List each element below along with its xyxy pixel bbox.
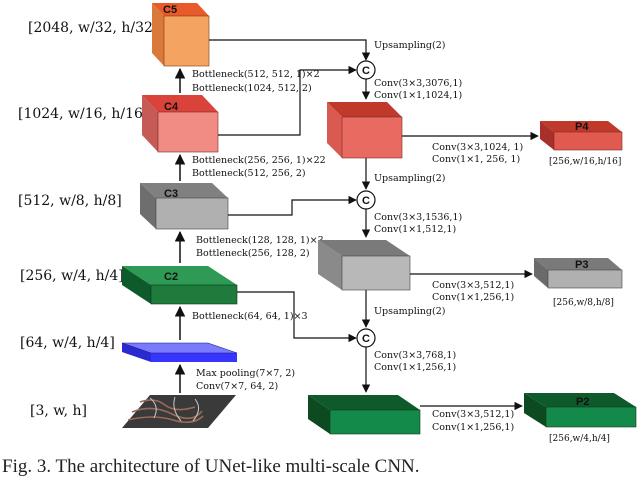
op-merge2-conv-a: Conv(3×3,1536,1) — [374, 212, 462, 223]
op-p2-conv-b: Conv(1×1,256,1) — [432, 422, 514, 433]
p3-label: P3 — [575, 259, 588, 271]
p3-block — [534, 258, 623, 289]
concat-node-2-label: C — [362, 195, 370, 207]
op-bottleneck-c5-1: Bottleneck(512, 512, 1)×2 — [192, 69, 320, 80]
op-upsampling-3: Upsampling(2) — [374, 306, 445, 317]
op-maxpool: Max pooling(7×7, 2) — [196, 368, 295, 379]
concat-node-3-label: C — [362, 333, 370, 345]
level-label-c3: [512, w/8, h/8] — [18, 193, 122, 209]
p3-dims: [256,w/8,h/8] — [553, 298, 614, 308]
p2-label: P2 — [576, 396, 589, 408]
conv1-feature-block — [121, 342, 238, 362]
p2-block — [524, 393, 637, 428]
concat-node-1-label: C — [362, 65, 370, 77]
op-p3-conv-b: Conv(1×1,256,1) — [432, 292, 514, 303]
op-merge3-conv-b: Conv(1×1,256,1) — [374, 362, 456, 373]
skip-c3-to-concat2 — [228, 195, 357, 216]
c4-label: C4 — [164, 101, 179, 113]
level-label-c4: [1024, w/16, h/16] — [18, 106, 148, 122]
op-bottleneck-c2: Bottleneck(64, 64, 1)×3 — [192, 311, 308, 322]
op-p4-conv-a: Conv(3×3,1024, 1) — [432, 142, 523, 153]
op-merge1-conv-b: Conv(1×1,1024,1) — [374, 90, 462, 101]
op-p4-conv-b: Conv(1×1, 256, 1) — [432, 154, 520, 165]
op-upsampling-2: Upsampling(2) — [374, 173, 445, 184]
c2-label: C2 — [164, 271, 178, 283]
op-merge2-conv-b: Conv(1×1,512,1) — [374, 224, 456, 235]
input-image — [122, 395, 236, 428]
skip-c2-to-concat3 — [237, 291, 357, 343]
op-bottleneck-c4-1: Bottleneck(256, 256, 1)×22 — [192, 155, 326, 166]
skip-c4-to-concat1 — [218, 65, 357, 136]
op-merge1-conv-a: Conv(3×3,3076,1) — [374, 78, 462, 89]
p2-dims: [256,w/4,h/4] — [549, 434, 610, 444]
op-p3-conv-a: Conv(3×3,512,1) — [432, 280, 514, 291]
p4-dims: [256,w/16,h/16] — [549, 157, 621, 167]
skip-c5-to-concat1 — [209, 39, 371, 61]
c2-block — [122, 266, 238, 305]
op-merge3-conv-a: Conv(3×3,768,1) — [374, 350, 456, 361]
c3-label: C3 — [164, 188, 178, 200]
c3-block — [140, 183, 229, 230]
level-label-c5: [2048, w/32, h/32] — [28, 20, 158, 36]
op-upsampling-1: Upsampling(2) — [374, 40, 445, 51]
op-p2-conv-a: Conv(3×3,512,1) — [432, 409, 514, 420]
op-conv-stem: Conv(7×7, 64, 2) — [196, 381, 278, 392]
level-label-conv1: [64, w/4, h/4] — [20, 335, 115, 351]
c4-block — [142, 95, 219, 153]
p4-block — [540, 121, 623, 151]
c5-block — [152, 3, 210, 67]
figure-caption: Fig. 3. The architecture of UNet-like mu… — [2, 456, 420, 477]
merge3-block — [308, 395, 421, 435]
op-bottleneck-c3-2: Bottleneck(256, 128, 2) — [196, 248, 310, 259]
merge1-block — [327, 102, 403, 159]
level-label-input: [3, w, h] — [30, 403, 87, 419]
c5-label: C5 — [163, 4, 177, 16]
op-bottleneck-c5-2: Bottleneck(1024, 512, 2) — [192, 83, 312, 94]
level-label-c2: [256, w/4, h/4] — [20, 268, 124, 284]
op-bottleneck-c3-1: Bottleneck(128, 128, 1)×3 — [196, 235, 324, 246]
p4-label: P4 — [575, 121, 589, 133]
merge2-block — [318, 240, 411, 291]
op-bottleneck-c4-2: Bottleneck(512, 256, 2) — [192, 168, 306, 179]
